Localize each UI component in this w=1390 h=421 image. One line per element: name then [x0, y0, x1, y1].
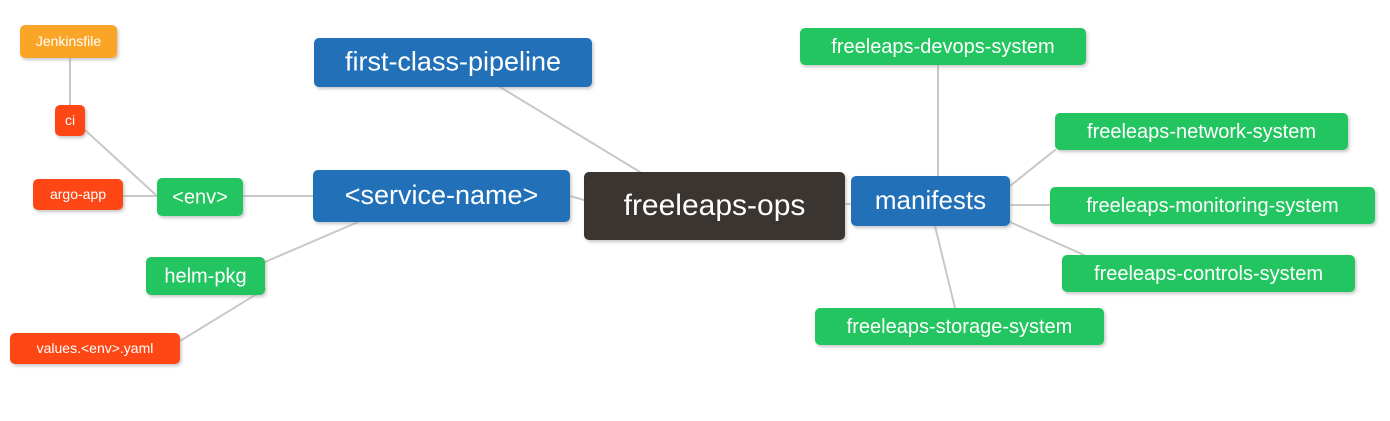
node-env[interactable]: <env>: [157, 178, 243, 216]
node-label-freeleaps-controls-system: freeleaps-controls-system: [1094, 263, 1323, 285]
node-box-freeleaps-network-system[interactable]: [1055, 113, 1348, 150]
edge-manifests-to-freeleaps-controls-system: [1009, 221, 1085, 256]
node-box-jenkinsfile[interactable]: [20, 25, 117, 58]
node-box-ci[interactable]: [55, 105, 85, 136]
edge-first-class-pipeline-to-freeleaps-ops: [499, 86, 641, 173]
node-box-freeleaps-devops-system[interactable]: [800, 28, 1086, 65]
node-box-freeleaps-controls-system[interactable]: [1062, 255, 1355, 292]
node-label-freeleaps-monitoring-system: freeleaps-monitoring-system: [1086, 195, 1338, 217]
node-label-jenkinsfile: Jenkinsfile: [36, 33, 102, 49]
node-label-env: <env>: [172, 186, 228, 208]
node-jenkinsfile[interactable]: Jenkinsfile: [20, 25, 117, 58]
node-label-freeleaps-network-system: freeleaps-network-system: [1087, 121, 1316, 143]
node-label-first-class-pipeline: first-class-pipeline: [345, 47, 561, 77]
node-freeleaps-ops[interactable]: freeleaps-ops: [584, 172, 845, 240]
node-freeleaps-storage-system[interactable]: freeleaps-storage-system: [815, 308, 1104, 345]
node-box-env[interactable]: [157, 178, 243, 216]
node-freeleaps-controls-system[interactable]: freeleaps-controls-system: [1062, 255, 1355, 292]
node-box-argo-app[interactable]: [33, 179, 123, 210]
edge-manifests-to-freeleaps-network-system: [1009, 149, 1056, 187]
node-label-values-yaml: values.<env>.yaml: [37, 340, 154, 356]
node-label-manifests: manifests: [875, 185, 986, 215]
node-box-values-yaml[interactable]: [10, 333, 180, 364]
node-label-ci: ci: [65, 112, 75, 128]
node-freeleaps-monitoring-system[interactable]: freeleaps-monitoring-system: [1050, 187, 1375, 224]
node-freeleaps-network-system[interactable]: freeleaps-network-system: [1055, 113, 1348, 150]
edge-ci-to-env: [84, 129, 158, 197]
node-label-helm-pkg: helm-pkg: [164, 265, 246, 287]
node-label-argo-app: argo-app: [50, 186, 106, 202]
node-label-freeleaps-storage-system: freeleaps-storage-system: [847, 316, 1073, 338]
node-manifests[interactable]: manifests: [851, 176, 1010, 226]
node-freeleaps-devops-system[interactable]: freeleaps-devops-system: [800, 28, 1086, 65]
node-box-freeleaps-monitoring-system[interactable]: [1050, 187, 1375, 224]
node-label-freeleaps-ops: freeleaps-ops: [624, 189, 806, 222]
node-argo-app[interactable]: argo-app: [33, 179, 123, 210]
edge-service-name-to-freeleaps-ops: [569, 195, 585, 201]
edge-manifests-to-freeleaps-storage-system: [934, 225, 956, 309]
node-service-name[interactable]: <service-name>: [313, 170, 570, 222]
node-ci[interactable]: ci: [55, 105, 85, 136]
node-box-freeleaps-ops[interactable]: [584, 172, 845, 240]
node-box-manifests[interactable]: [851, 176, 1010, 226]
node-box-freeleaps-storage-system[interactable]: [815, 308, 1104, 345]
node-box-service-name[interactable]: [313, 170, 570, 222]
node-first-class-pipeline[interactable]: first-class-pipeline: [314, 38, 592, 87]
node-box-first-class-pipeline[interactable]: [314, 38, 592, 87]
node-values-yaml[interactable]: values.<env>.yaml: [10, 333, 180, 364]
node-label-service-name: <service-name>: [345, 180, 539, 210]
node-box-helm-pkg[interactable]: [146, 257, 265, 295]
node-label-freeleaps-devops-system: freeleaps-devops-system: [831, 36, 1054, 58]
edge-layer: [69, 57, 1085, 342]
node-layer: Jenkinsfile ci argo-app values.<env>.yaml <e…: [10, 25, 1375, 364]
edge-helm-pkg-to-service-name: [264, 221, 359, 263]
edge-values-yaml-to-helm-pkg: [179, 288, 266, 342]
node-helm-pkg[interactable]: helm-pkg: [146, 257, 265, 295]
